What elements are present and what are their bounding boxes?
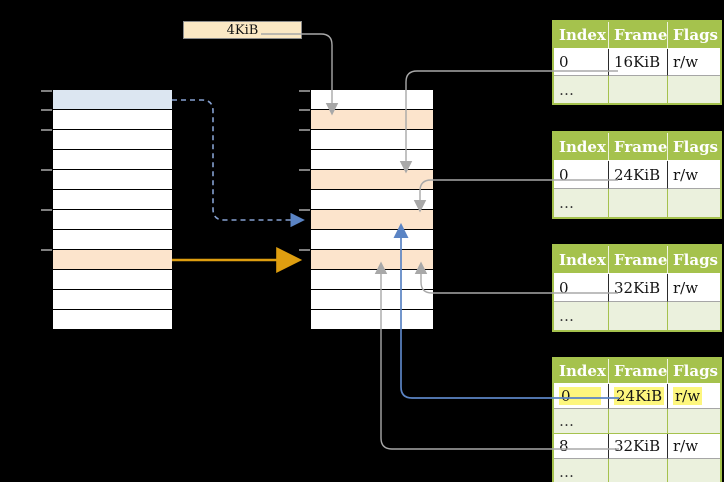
table-header-cell: Index [554,133,609,161]
memory-row-white [311,90,433,110]
table-header-cell: Frame [609,359,668,384]
virtual-memory-column [52,89,173,330]
table-cell: r/w [668,434,720,459]
memory-row-white [311,290,433,310]
table-header-cell: Flags [668,133,720,161]
memory-row-white [53,310,172,329]
memory-row-white [53,170,172,190]
table-header-cell: Frame [609,22,668,49]
page-size-label-box: 4KiB [183,21,302,39]
table-header-cell: Flags [668,22,720,49]
table-cell: 8 [554,434,609,459]
table-cell: 0 [554,49,609,76]
highlighted-value: 0 [559,387,601,405]
table-header-cell: Frame [609,133,668,161]
table-cell: r/w [668,384,720,409]
table-cell [668,189,720,217]
arrow-virtual-page0-to-frame-24kib [172,99,305,228]
table-header-cell: Flags [668,246,720,274]
memory-row-white [53,110,172,130]
table-cell: 24KiB [609,161,668,189]
table-cell: 0 [554,161,609,189]
memory-row-white [311,150,433,170]
table-cell: 0 [554,274,609,302]
table-cell: r/w [668,49,720,76]
table-cell [609,409,668,434]
memory-row-orange [311,170,433,190]
table-header-cell: Index [554,246,609,274]
table-cell: … [554,189,609,217]
memory-row-white [53,290,172,310]
virtual-address-tick-marks [41,90,52,251]
memory-row-white [53,210,172,230]
memory-row-orange [311,110,433,130]
highlighted-value: 24KiB [614,387,665,405]
physical-memory-column [310,89,434,330]
table-cell [668,409,720,434]
table-cell: … [554,302,609,330]
table-cell [609,302,668,330]
highlighted-value: r/w [673,387,703,405]
table-header-cell: Flags [668,359,720,384]
memory-row-white [53,230,172,250]
table-cell [609,459,668,482]
table-cell: 0 [554,384,609,409]
memory-row-white [53,150,172,170]
table-cell: … [554,459,609,482]
table-cell [609,189,668,217]
physical-address-tick-marks [299,90,310,251]
memory-row-white [53,130,172,150]
table-cell: 32KiB [609,274,668,302]
memory-row-white [311,130,433,150]
table-header-cell: Index [554,22,609,49]
memory-row-orange [311,250,433,270]
memory-row-white [311,230,433,250]
table-cell: 32KiB [609,434,668,459]
memory-row-orange [53,250,172,270]
table-cell [668,459,720,482]
table-header-cell: Index [554,359,609,384]
table-cell [668,302,720,330]
memory-row-blue [53,90,172,110]
table-cell: 24KiB [609,384,668,409]
table-cell: r/w [668,274,720,302]
table-cell: … [554,76,609,103]
memory-row-white [311,190,433,210]
memory-row-white [311,270,433,290]
table-header-cell: Frame [609,246,668,274]
memory-row-white [53,270,172,290]
table-cell: … [554,409,609,434]
page-size-label: 4KiB [226,22,259,38]
table-cell: 16KiB [609,49,668,76]
table-cell [668,76,720,103]
table-cell: r/w [668,161,720,189]
memory-row-white [53,190,172,210]
table-cell [609,76,668,103]
memory-row-orange [311,210,433,230]
memory-row-white [311,310,433,329]
